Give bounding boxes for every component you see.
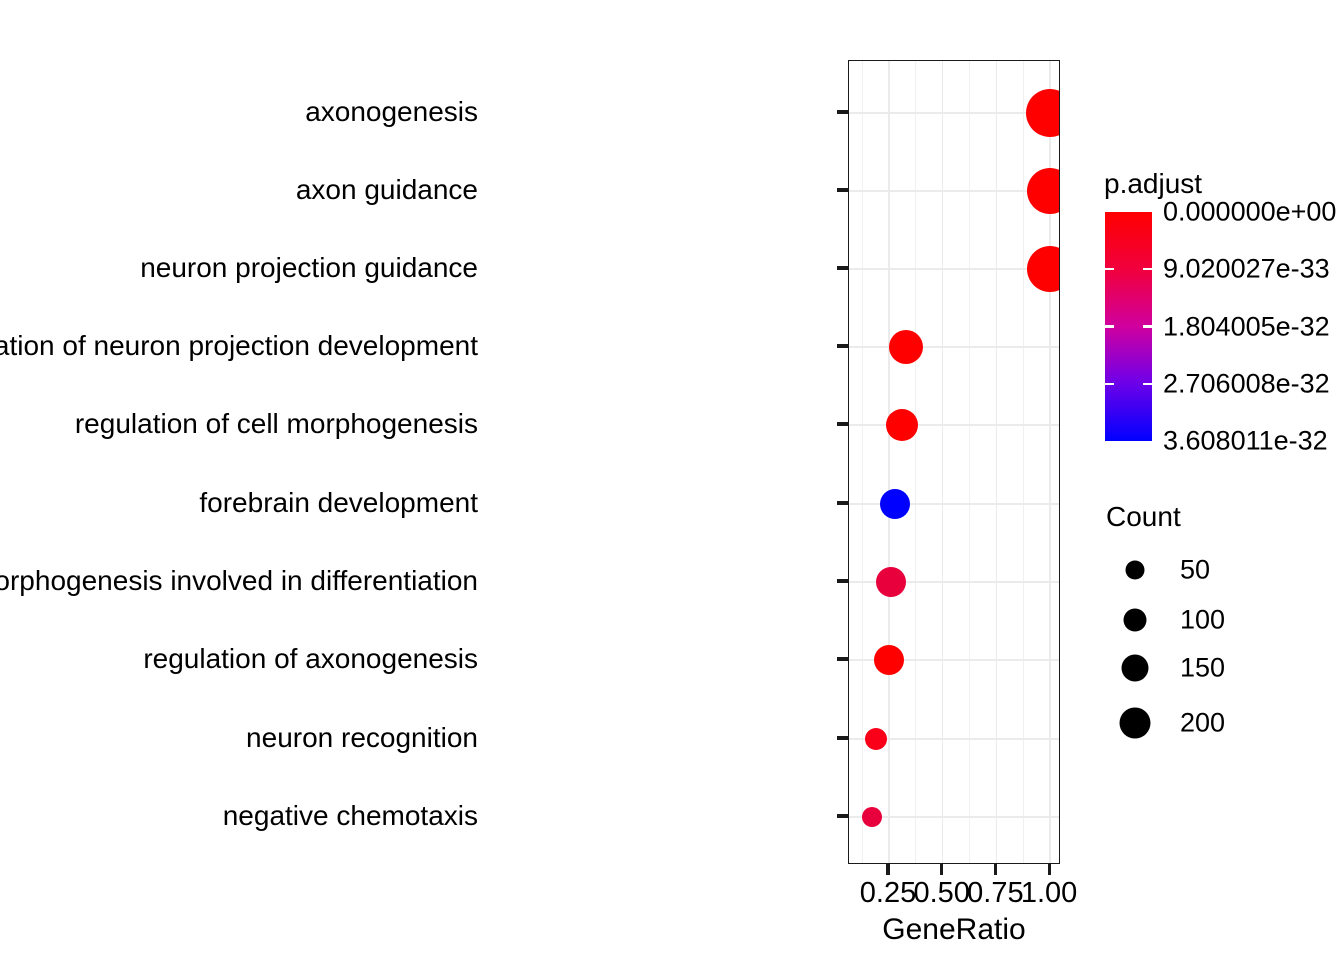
x-axis-tick-label: 0.25: [859, 877, 917, 909]
y-axis-tick: [837, 188, 848, 192]
data-point-dot: [885, 409, 918, 441]
count-legend-dot: [1123, 608, 1147, 632]
padjust-legend-label: 0.000000e+00: [1163, 196, 1337, 227]
horizontal-gridline: [849, 581, 1059, 583]
horizontal-gridline: [849, 816, 1059, 818]
padjust-legend-label: 9.020027e-33: [1163, 253, 1330, 284]
data-point-dot: [874, 645, 904, 675]
vertical-gridline-major: [888, 61, 890, 863]
y-axis-label: regulation of cell morphogenesis involve…: [0, 565, 478, 596]
y-axis-tick: [837, 736, 848, 740]
count-legend-title: Count: [1106, 501, 1181, 532]
vertical-gridline-major: [995, 61, 998, 863]
vertical-gridline-minor: [1022, 61, 1024, 863]
horizontal-gridline: [849, 190, 1059, 192]
vertical-gridline-minor: [969, 61, 971, 863]
x-axis-tick-label: 0.75: [967, 877, 1024, 909]
y-axis-tick: [837, 110, 848, 114]
x-axis-tick-label: 0.50: [913, 877, 970, 909]
horizontal-gridline: [849, 112, 1059, 114]
horizontal-gridline: [849, 424, 1059, 426]
y-axis-tick: [837, 344, 848, 348]
count-legend-label: 200: [1180, 707, 1226, 738]
y-axis-label: regulation of cell morphogenesis: [74, 408, 478, 439]
horizontal-gridline: [849, 503, 1059, 505]
count-legend-dot: [1125, 560, 1145, 580]
data-point-dot: [1026, 89, 1059, 137]
padjust-legend-label: 1.804005e-32: [1163, 311, 1330, 341]
count-legend-label: 100: [1180, 604, 1226, 635]
gradient-tick: [1143, 268, 1152, 271]
vertical-gridline-major: [941, 61, 944, 863]
y-axis-tick: [837, 501, 848, 505]
gradient-tick: [1105, 325, 1114, 328]
horizontal-gridline: [849, 738, 1059, 740]
count-legend-label: 150: [1180, 652, 1226, 683]
y-axis-label: regulation of axonogenesis: [143, 643, 478, 674]
x-axis-tick: [1047, 864, 1051, 875]
gradient-tick: [1143, 382, 1152, 385]
y-axis-label: axonogenesis: [305, 96, 478, 127]
y-axis-label: neuron projection guidance: [140, 252, 478, 283]
horizontal-gridline: [849, 346, 1059, 348]
data-point-dot: [876, 567, 907, 597]
horizontal-gridline: [849, 268, 1059, 270]
plot-panel: [848, 60, 1060, 864]
horizontal-gridline: [849, 659, 1059, 661]
data-point-dot: [861, 807, 882, 827]
data-point-dot: [1027, 168, 1059, 214]
y-axis-label: regulation of neuron projection developm…: [0, 330, 478, 361]
padjust-legend-title: p.adjust: [1104, 168, 1203, 199]
y-axis-label: neuron recognition: [246, 722, 478, 753]
count-legend-label: 50: [1180, 554, 1211, 585]
data-point-dot: [1027, 246, 1059, 292]
y-axis-tick: [837, 814, 848, 818]
gradient-tick: [1105, 268, 1114, 271]
y-axis-tick: [837, 579, 848, 583]
gradient-tick: [1143, 325, 1152, 328]
x-axis-tick: [940, 864, 944, 875]
x-axis-tick: [993, 864, 997, 875]
count-legend-dot: [1119, 707, 1151, 739]
y-axis-tick: [837, 422, 848, 426]
padjust-legend-label: 3.608011e-32: [1163, 425, 1328, 456]
data-point-dot: [865, 728, 888, 750]
y-axis-label: negative chemotaxis: [222, 800, 478, 831]
x-axis-tick-label: 1.00: [1020, 877, 1078, 909]
data-point-dot: [889, 330, 924, 364]
x-axis-tick: [886, 864, 890, 875]
vertical-gridline-minor: [861, 61, 863, 863]
y-axis-label: forebrain development: [199, 487, 478, 518]
x-axis-title: GeneRatio: [882, 913, 1026, 946]
padjust-gradient-bar: [1105, 212, 1152, 441]
data-point-dot: [880, 489, 911, 519]
padjust-legend-label: 2.706008e-32: [1163, 368, 1330, 399]
vertical-gridline-minor: [915, 61, 917, 863]
y-axis-label: axon guidance: [295, 174, 478, 205]
count-legend-dot: [1121, 654, 1149, 682]
y-axis-tick: [837, 266, 848, 270]
gradient-tick: [1105, 382, 1114, 385]
vertical-gridline-major: [1049, 61, 1051, 863]
y-axis-tick: [837, 657, 848, 661]
